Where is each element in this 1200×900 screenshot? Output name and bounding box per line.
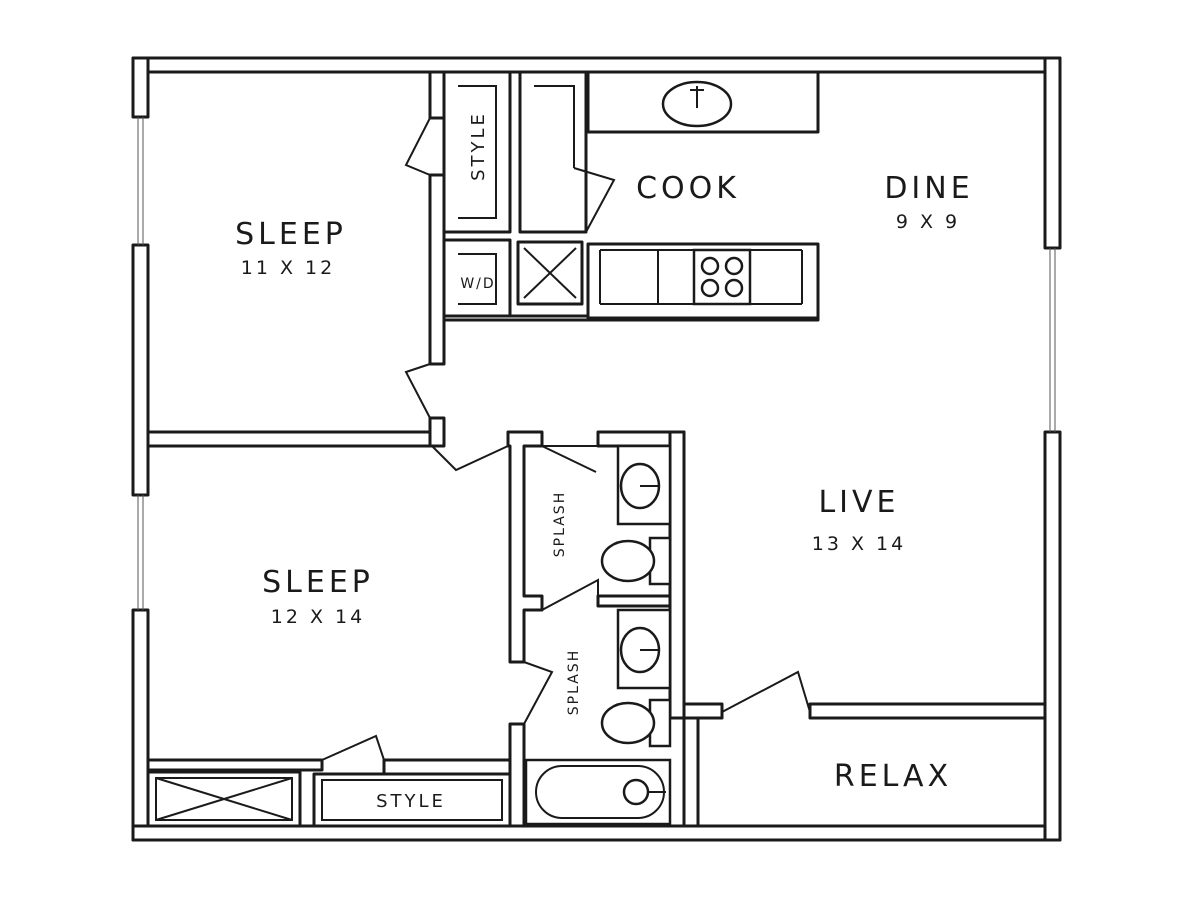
room-name: SLEEP: [262, 565, 374, 600]
room-dimensions: 12 X 14: [271, 606, 365, 628]
exterior-walls: [131, 56, 1062, 842]
room-name: SLEEP: [235, 217, 347, 252]
room-name: SPLASH: [566, 649, 582, 715]
room-cook: COOK: [636, 171, 740, 206]
room-dimensions: 13 X 14: [812, 533, 906, 555]
room-bath-1: SPLASH: [552, 491, 568, 557]
room-dimensions: 11 X 12: [241, 257, 335, 279]
room-name: DINE: [884, 171, 973, 206]
room-name: LIVE: [818, 485, 899, 520]
room-live: LIVE 13 X 14: [812, 485, 906, 555]
bath-1-fixtures: [600, 444, 672, 586]
room-dimensions: 9 X 9: [896, 211, 960, 233]
bathtub-icon: [524, 758, 672, 826]
room-style-1: STYLE: [468, 111, 489, 181]
stove-icon: [692, 248, 752, 306]
room-relax: RELAX: [834, 759, 952, 794]
room-sleep-1: SLEEP 11 X 12: [235, 217, 347, 279]
room-name: RELAX: [834, 759, 952, 794]
bath-2-fixtures: [600, 608, 672, 748]
room-style-2: STYLE: [376, 791, 446, 812]
room-laundry: W/D: [460, 276, 495, 292]
room-bath-2: SPLASH: [566, 649, 582, 715]
kitchen-sink: [661, 80, 733, 128]
room-name: STYLE: [468, 111, 489, 181]
room-dine: DINE 9 X 9: [884, 171, 973, 233]
room-name: W/D: [460, 276, 495, 292]
room-name: STYLE: [376, 791, 446, 812]
room-sleep-2: SLEEP 12 X 14: [262, 565, 374, 628]
closet-cross: [146, 247, 577, 828]
room-name: SPLASH: [552, 491, 568, 557]
room-name: COOK: [636, 171, 740, 206]
style-closet-2: [312, 772, 512, 828]
windows: [137, 117, 1056, 610]
doors: [321, 117, 811, 761]
